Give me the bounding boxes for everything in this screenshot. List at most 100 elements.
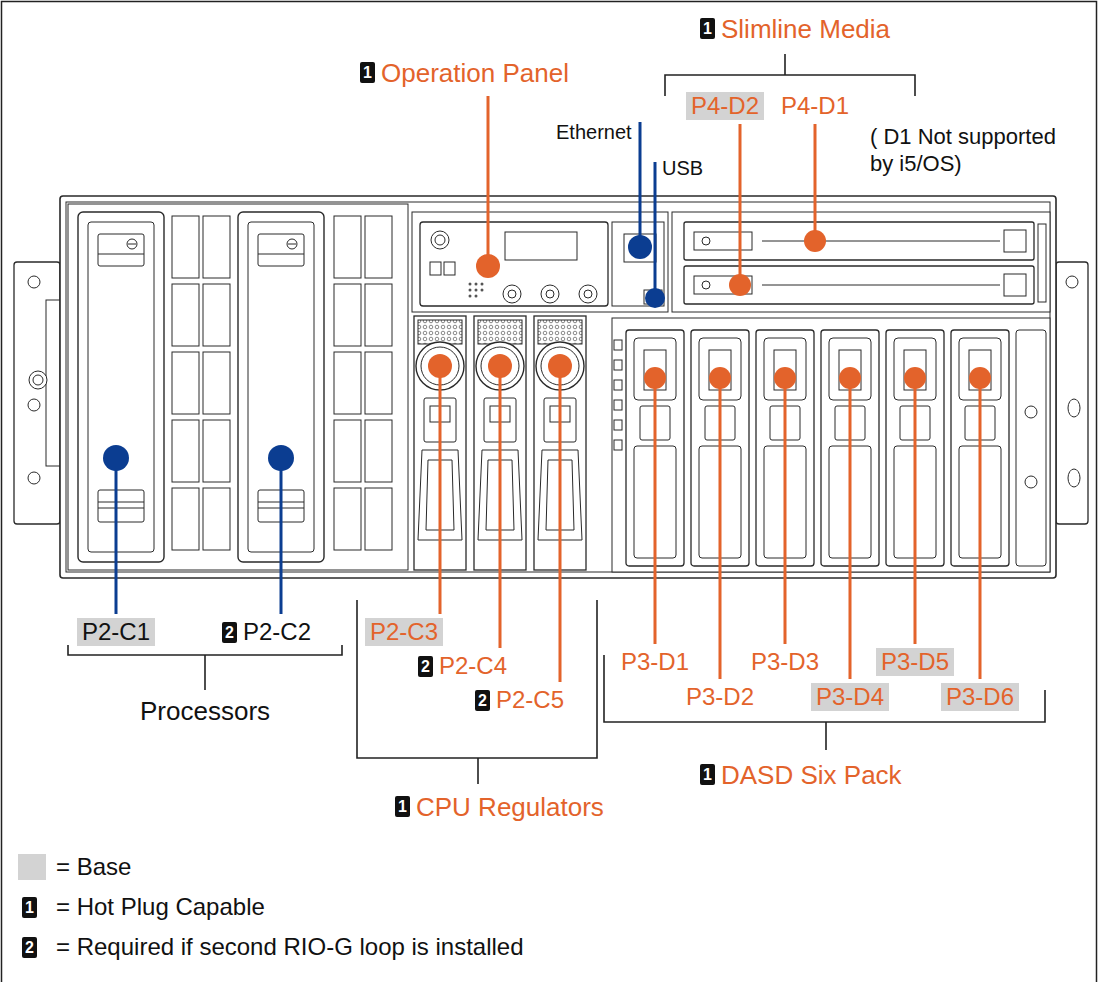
rack-ear: [46, 300, 60, 466]
operation-panel: [503, 285, 521, 303]
part-label: P3-D4: [811, 683, 889, 711]
dasd-bay: [614, 340, 622, 350]
leader-line: [439, 366, 442, 614]
slimline-bay: [702, 237, 710, 245]
legend-text: = Base: [56, 853, 131, 881]
rack-ear: [1068, 469, 1080, 487]
part-label: P2-C4: [439, 652, 507, 680]
callout-number: 1: [700, 764, 715, 785]
rack-ear: [28, 399, 40, 411]
dasd-bay: [614, 400, 622, 410]
operation-panel: [481, 289, 484, 292]
leader-line: [280, 458, 283, 614]
callout-dot: [628, 235, 652, 259]
dasd-bay: [612, 318, 1050, 572]
processor-bay: [78, 212, 164, 562]
rack-ear: [28, 276, 40, 288]
leader-line: [979, 378, 982, 679]
callout-dot: [644, 367, 666, 389]
dasd-bay: [612, 318, 1050, 572]
processor-bay: [172, 216, 199, 550]
operation-panel: [579, 285, 597, 303]
slimline-bay: [1004, 230, 1026, 252]
group-label: CPU Regulators: [416, 792, 604, 822]
processor-bay: [365, 216, 392, 550]
slimline-bay: [684, 266, 1034, 304]
leader-line: [814, 124, 817, 241]
dasd-bay: [614, 380, 622, 390]
callout-dot: [428, 354, 452, 378]
operation-panel: [481, 283, 484, 286]
leader-line: [639, 122, 642, 247]
part-label: P3-D2: [686, 683, 754, 711]
group-label: Slimline Media: [721, 14, 890, 44]
slimline-bay: [1004, 274, 1026, 296]
part-label: P2-C3: [365, 618, 443, 646]
group-label: DASD Six Pack: [721, 760, 902, 790]
operation-panel: [469, 295, 472, 298]
processor-bay: [68, 204, 408, 570]
slimline-bay: [762, 241, 1000, 242]
callout-dot: [488, 354, 512, 378]
operation-panel: [469, 289, 472, 292]
callout-dot: [103, 230, 991, 471]
dasd-bay: [614, 420, 622, 430]
operation-panel: [430, 262, 441, 275]
operation-panel: [475, 283, 478, 286]
slimline-bay: [672, 212, 1050, 312]
part-label: P3-D1: [621, 648, 689, 676]
callout-dot: [839, 367, 861, 389]
operation-panel: [444, 262, 455, 275]
leader-line: [849, 378, 852, 679]
note: ( D1 Not supported by i5/OS): [870, 123, 1082, 177]
leader-line: [487, 96, 490, 266]
part-label: P4-D1: [781, 92, 849, 120]
chassis: [60, 196, 1056, 578]
processor-bay: [203, 216, 230, 550]
operation-panel: [584, 290, 592, 298]
operation-panel: [431, 231, 449, 249]
part-label: P3-D3: [751, 648, 819, 676]
slimline-bay: [672, 212, 1050, 312]
callout-dot: [969, 367, 991, 389]
leader-line: [559, 366, 562, 682]
rack-ear: [29, 371, 47, 389]
part-label: P3-D6: [941, 683, 1019, 711]
group-bracket: [68, 645, 342, 690]
part-label: P2-C5: [496, 686, 564, 714]
leader-line: [784, 378, 787, 644]
port-label: USB: [662, 156, 703, 180]
operation-panel: [475, 295, 478, 298]
chassis: [66, 202, 1050, 572]
callout-dot: [548, 354, 572, 378]
operation-panel: [505, 232, 577, 260]
rack-ear: [33, 375, 43, 385]
slimline-bay: [762, 285, 1000, 286]
leader-line: [116, 96, 980, 682]
group-label: Operation Panel: [381, 58, 569, 88]
slimline-bay: [1038, 224, 1046, 302]
callout-number: 2: [22, 937, 37, 958]
callout-dot: [729, 274, 751, 296]
callout-dot: [904, 367, 926, 389]
operation-panel: [412, 212, 668, 312]
callout-dot: [645, 288, 665, 308]
operation-panel: [412, 212, 668, 312]
operation-panel: [469, 283, 472, 286]
callout-number: 1: [22, 897, 37, 918]
callout-dot: [804, 230, 826, 252]
rack-ear: [14, 262, 60, 524]
callout-number: 2: [418, 656, 433, 677]
part-label: P4-D2: [686, 92, 764, 120]
rack-ear: [1068, 399, 1080, 417]
dasd-bay: [1025, 476, 1037, 488]
processor-bay: [68, 204, 408, 570]
group-bracket: [665, 54, 915, 96]
chassis: [60, 196, 1056, 578]
part-label: P2-C1: [77, 618, 155, 646]
leader-line: [739, 124, 742, 285]
legend-text: = Required if second RIO-G loop is insta…: [56, 933, 524, 961]
dasd-bay: [614, 360, 622, 370]
slimline-bay: [684, 222, 1034, 260]
